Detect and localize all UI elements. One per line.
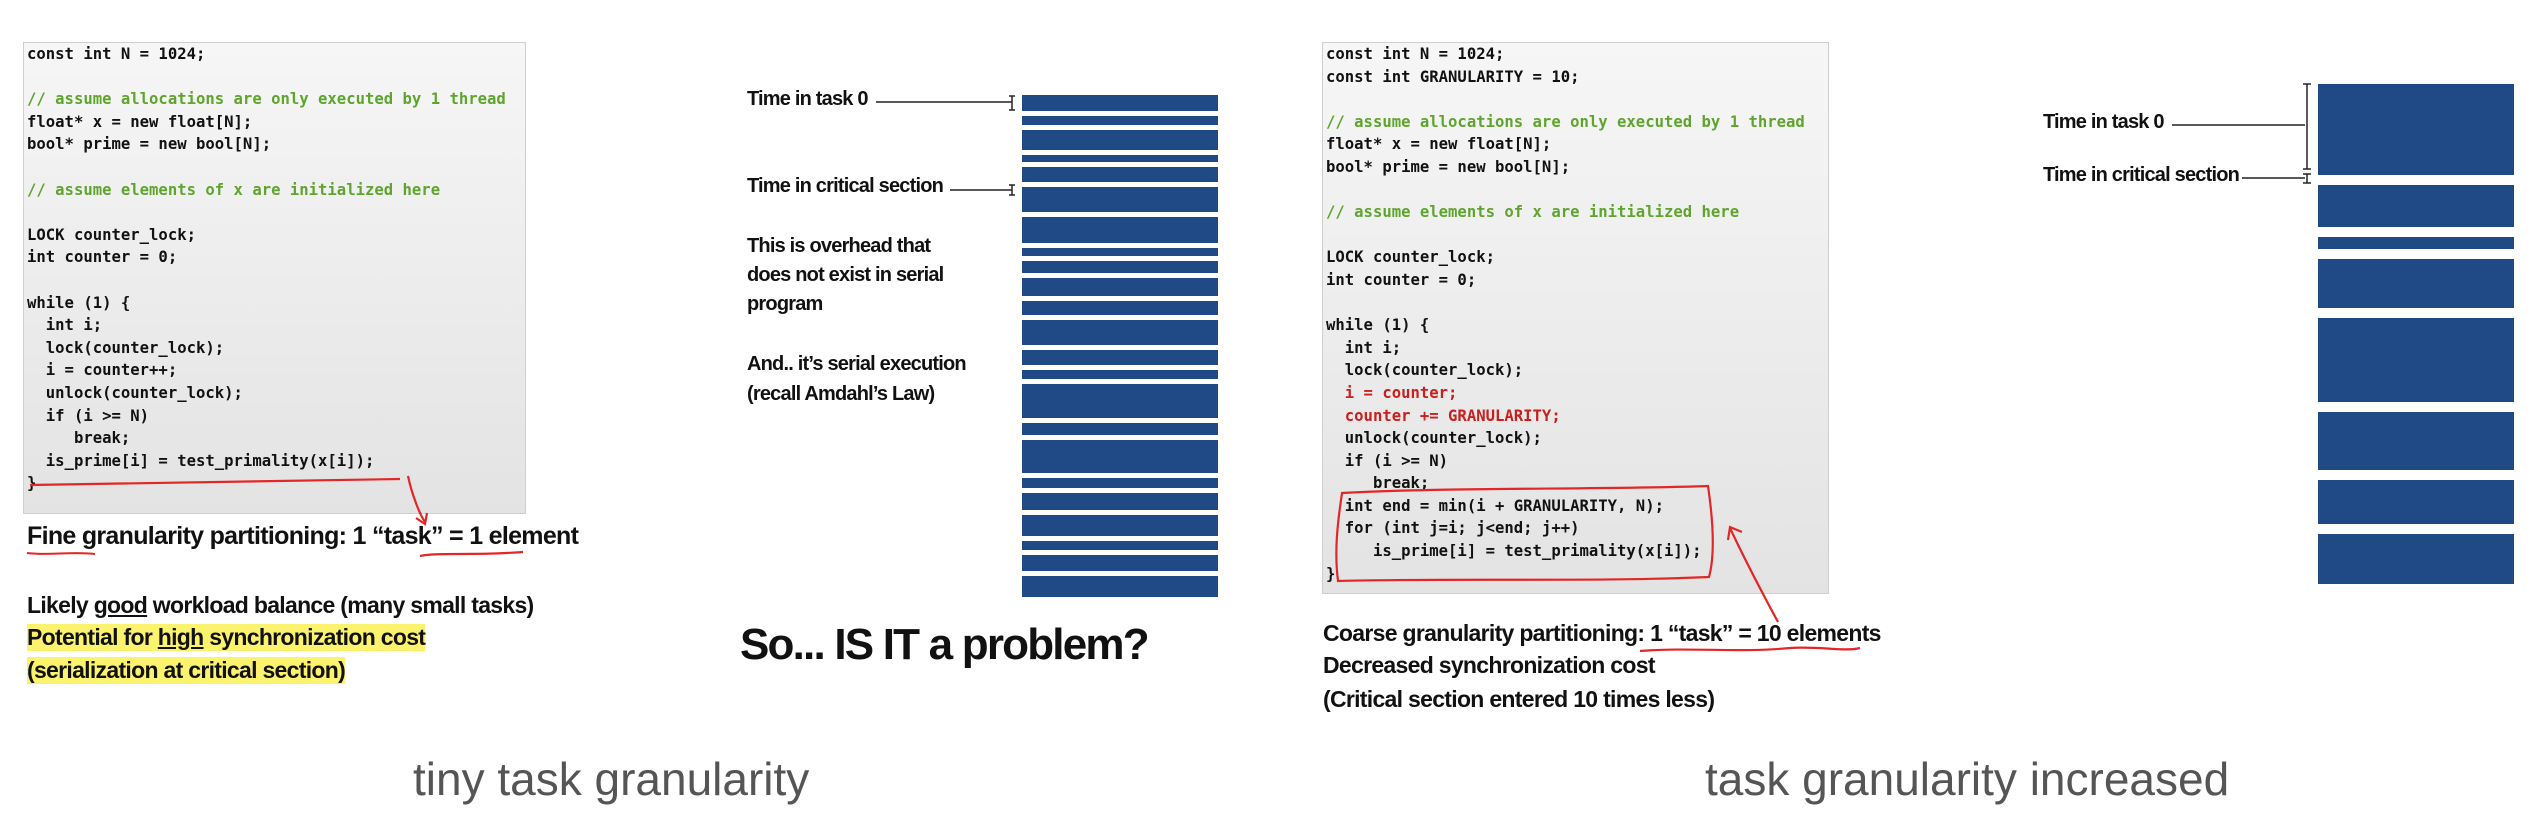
middle-label-task0: Time in task 0: [747, 88, 869, 110]
timeline-bar: [1022, 576, 1218, 597]
timeline-bar: [2318, 237, 2514, 249]
right-line-sync-cost: Decreased synchronization cost: [1323, 652, 1655, 678]
timeline-bar: [2318, 318, 2514, 402]
coarse-granularity-heading: Coarse granularity partitioning: 1 “task…: [1323, 620, 1881, 646]
timeline-bar: [2318, 412, 2514, 470]
timeline-bar: [1022, 116, 1218, 125]
left-line-balance: Likely good workload balance (many small…: [27, 592, 534, 618]
left-code-listing: const int N = 1024; // assume allocation…: [27, 45, 506, 493]
timeline-bar: [1022, 423, 1218, 435]
right-label-task0: Time in task 0: [2043, 111, 2165, 133]
middle-label-critical-section: Time in critical section: [747, 175, 944, 197]
right-code-listing: const int N = 1024; const int GRANULARIT…: [1326, 45, 1805, 583]
timeline-bar: [1022, 541, 1218, 550]
timeline-bar: [1022, 217, 1218, 243]
middle-overhead-line-2: does not exist in serial: [747, 264, 944, 286]
timeline-bar: [1022, 130, 1218, 150]
timeline-bar: [1022, 167, 1218, 182]
left-caption: tiny task granularity: [413, 753, 810, 805]
middle-overhead-line-3: program: [747, 293, 823, 315]
timeline-bar: [1022, 555, 1218, 571]
timeline-bar: [2318, 185, 2514, 227]
middle-serial-line-1: And.. it’s serial execution: [747, 353, 967, 375]
left-line-serialization: (serialization at critical section): [27, 657, 346, 684]
fine-grain-timeline: [1022, 95, 1218, 597]
timeline-bar: [1022, 248, 1218, 256]
timeline-bar: [1022, 515, 1218, 536]
timeline-bar: [1022, 370, 1218, 379]
left-line-sync-cost: Potential for high synchronization cost: [27, 624, 426, 651]
timeline-bar: [2318, 534, 2514, 584]
timeline-bar: [1022, 384, 1218, 418]
fine-granularity-heading: Fine granularity partitioning: 1 “task” …: [27, 522, 579, 550]
right-label-critical-section: Time in critical section: [2043, 164, 2240, 186]
timeline-bar: [2318, 480, 2514, 524]
right-caption: task granularity increased: [1705, 753, 2230, 805]
timeline-bar: [1022, 350, 1218, 365]
middle-overhead-line-1: This is overhead that: [747, 235, 931, 257]
timeline-bar: [1022, 95, 1218, 111]
timeline-bar: [2318, 259, 2514, 308]
left-code-panel: [23, 42, 526, 514]
timeline-bar: [1022, 320, 1218, 345]
timeline-bar: [1022, 301, 1218, 315]
middle-question: So... IS IT a problem?: [740, 620, 1150, 669]
timeline-bar: [1022, 478, 1218, 488]
right-line-critical-section: (Critical section entered 10 times less): [1323, 686, 1715, 712]
timeline-bar: [1022, 261, 1218, 273]
timeline-bar: [1022, 440, 1218, 473]
timeline-bar: [1022, 187, 1218, 212]
coarse-grain-timeline: [2318, 84, 2514, 584]
middle-serial-line-2: (recall Amdahl’s Law): [747, 383, 935, 405]
right-code-panel: [1322, 42, 1829, 594]
timeline-bar: [1022, 278, 1218, 296]
timeline-bar: [1022, 493, 1218, 510]
timeline-bar: [1022, 155, 1218, 162]
timeline-bar: [2318, 84, 2514, 175]
